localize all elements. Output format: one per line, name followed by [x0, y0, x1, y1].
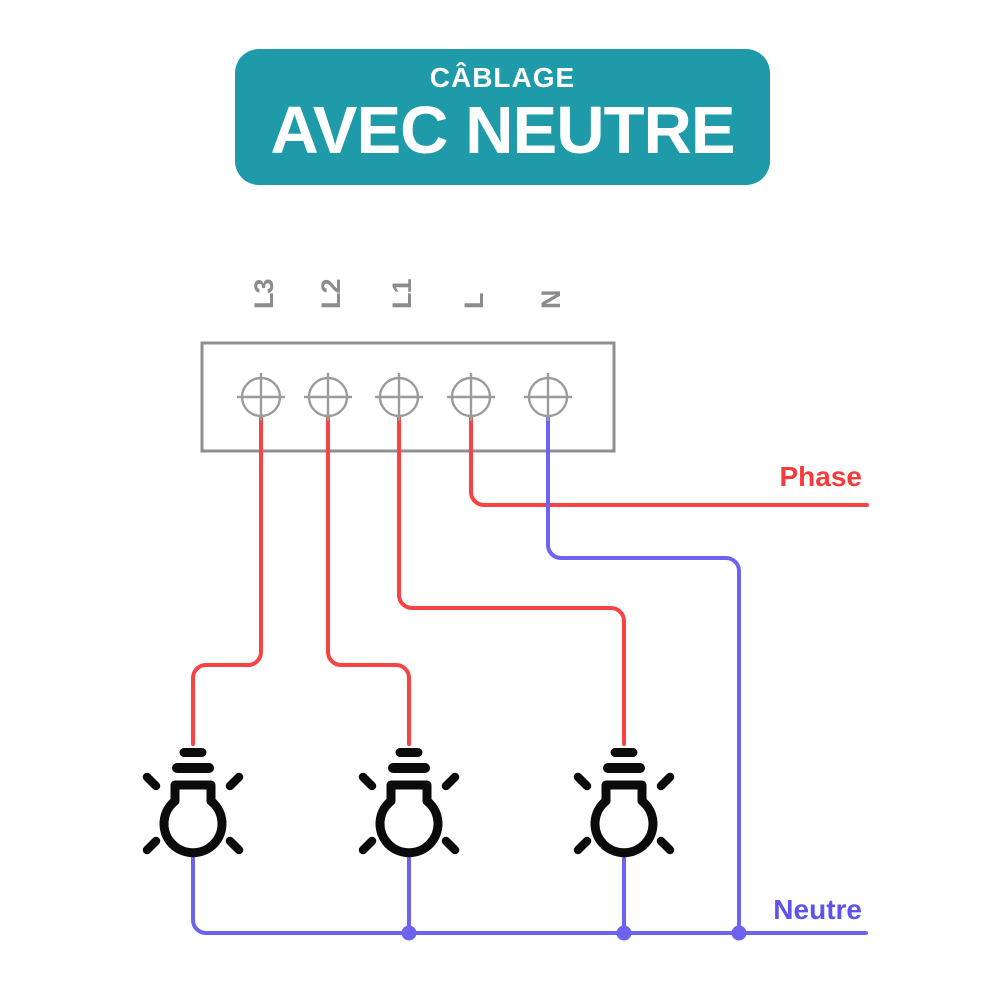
junction-dot: [616, 925, 632, 941]
banner-subtitle: CÂBLAGE: [429, 62, 576, 93]
wire-neutral-bus: [191, 854, 868, 935]
title-banner: CÂBLAGE AVEC NEUTRE: [235, 49, 770, 185]
wire-l3-to-bulb1: [191, 396, 263, 746]
wire-neutral-feed: [546, 396, 741, 935]
screw-terminal-icon: [375, 373, 423, 421]
light-bulb-icon: [358, 748, 460, 858]
screw-terminal-icon: [447, 373, 495, 421]
screw-terminal-icon: [237, 373, 285, 421]
junction-dot: [731, 925, 747, 941]
wire-phase-feed: [469, 396, 869, 507]
screw-terminal-icon: [524, 373, 572, 421]
light-bulb-icon: [573, 748, 675, 858]
light-bulb-icon: [142, 748, 244, 858]
screw-terminal-icon: [304, 373, 352, 421]
wire-l1-to-bulb3: [397, 396, 626, 746]
junction-dot: [401, 925, 417, 941]
phase-label: Phase: [779, 461, 863, 492]
neutral-label: Neutre: [773, 894, 862, 925]
banner-title: AVEC NEUTRE: [270, 93, 735, 168]
wire-l2-to-bulb2: [326, 396, 411, 746]
